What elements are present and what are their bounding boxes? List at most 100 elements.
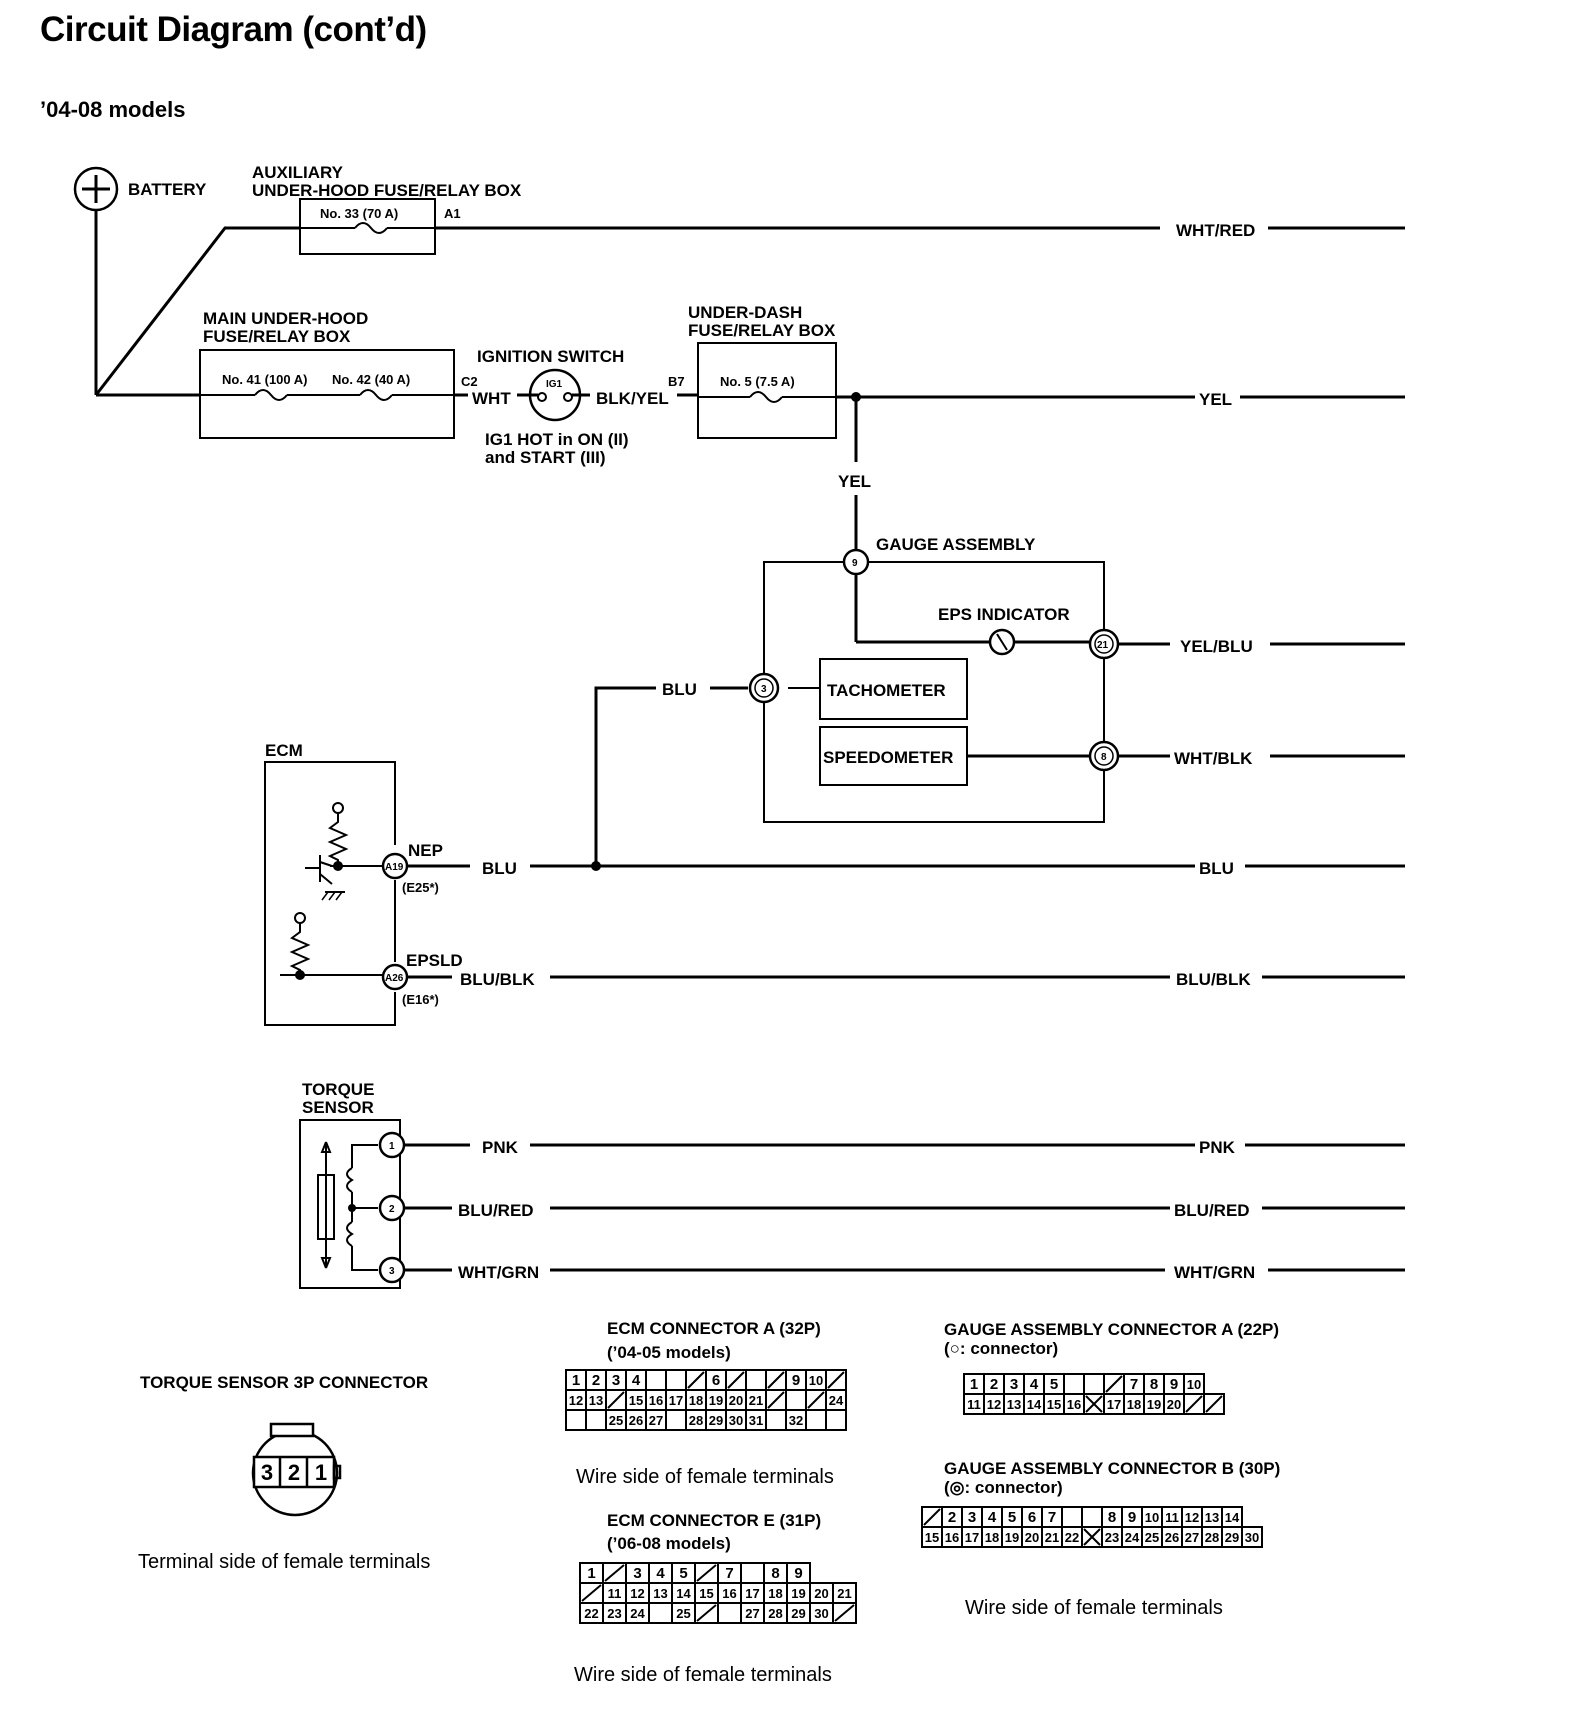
- svg-text:24: 24: [1125, 1530, 1140, 1545]
- torque-pin-1: 1: [389, 1141, 395, 1152]
- ecm-connector-e-cell: 8: [763, 1562, 788, 1584]
- svg-text:3: 3: [968, 1509, 976, 1526]
- ecm-connector-e-cell: 15: [694, 1582, 719, 1604]
- ecm-connector-a-cell: 25: [605, 1409, 627, 1431]
- svg-text:27: 27: [745, 1606, 759, 1621]
- ecm-connector-a-cell: [665, 1409, 687, 1431]
- svg-text:7: 7: [725, 1565, 733, 1582]
- svg-text:29: 29: [791, 1606, 805, 1621]
- wire-label-yel-drop: YEL: [838, 472, 871, 491]
- ecm-connector-e-cell: 1: [579, 1562, 604, 1584]
- svg-text:11: 11: [967, 1397, 981, 1412]
- svg-text:10: 10: [809, 1373, 823, 1388]
- gauge-pin-8: 8: [1101, 752, 1107, 763]
- gauge-connector-a-title: GAUGE ASSEMBLY CONNECTOR A (22P): [944, 1320, 1279, 1339]
- ecm-connector-a-cell: [805, 1409, 827, 1431]
- main-terminal-label: C2: [461, 374, 478, 389]
- svg-text:13: 13: [653, 1586, 667, 1601]
- ecm-connector-e-cell: [694, 1562, 719, 1584]
- gauge-pin-9: 9: [852, 558, 858, 569]
- gauge-connector-a-cell: 16: [1063, 1393, 1085, 1415]
- ecm-connector-a-cell: 32: [785, 1409, 807, 1431]
- gauge-connector-a-cell: [1103, 1373, 1125, 1395]
- ecm-connector-a-cell: [765, 1409, 787, 1431]
- svg-text:22: 22: [584, 1606, 598, 1621]
- ecm-connector-a-cell: [565, 1409, 587, 1431]
- main-box-label-1: MAIN UNDER-HOOD: [203, 309, 368, 328]
- ecm-connector-e-cell: 3: [625, 1562, 650, 1584]
- ecm-connector-e-cell: 16: [717, 1582, 742, 1604]
- ignition-ig1-label: IG1: [546, 379, 563, 390]
- ecm-connector-a-cell: [765, 1369, 787, 1391]
- wire-label-blu-ecm: BLU: [482, 859, 517, 878]
- ecm-connector-e-cell: 21: [832, 1582, 857, 1604]
- svg-text:13: 13: [1205, 1510, 1219, 1525]
- ecm-connector-a-cell: 1: [565, 1369, 587, 1391]
- ecm-connector-a-cell: 15: [625, 1389, 647, 1411]
- svg-text:12: 12: [569, 1393, 583, 1408]
- ecm-connector-e-cell: 25: [671, 1602, 696, 1624]
- svg-text:26: 26: [1165, 1530, 1179, 1545]
- ignition-switch-label: IGNITION SWITCH: [477, 347, 624, 366]
- ecm-connector-e-cell: 9: [786, 1562, 811, 1584]
- svg-text:19: 19: [709, 1393, 723, 1408]
- ecm-connector-a-cell: 13: [585, 1389, 607, 1411]
- wire-label-wht-red: WHT/RED: [1176, 221, 1255, 240]
- aux-box-label-1: AUXILIARY: [252, 163, 344, 182]
- ecm-connector-a-cell: 27: [645, 1409, 667, 1431]
- ecm-connector-a-cell: [825, 1409, 847, 1431]
- ecm-epsld-alt-pin: (E16*): [402, 992, 439, 1007]
- svg-text:25: 25: [676, 1606, 690, 1621]
- svg-text:3: 3: [633, 1565, 641, 1582]
- svg-text:20: 20: [729, 1393, 743, 1408]
- ecm-connector-a-cell: 19: [705, 1389, 727, 1411]
- gauge-connector-b-title: GAUGE ASSEMBLY CONNECTOR B (30P): [944, 1459, 1280, 1478]
- ecm-connector-e-cell: 20: [809, 1582, 834, 1604]
- gauge-connector-a-cell: 10: [1183, 1373, 1205, 1395]
- tachometer-label: TACHOMETER: [827, 681, 946, 700]
- svg-text:4: 4: [1030, 1376, 1039, 1393]
- svg-text:14: 14: [1027, 1397, 1042, 1412]
- svg-text:10: 10: [1145, 1510, 1159, 1525]
- gauge-connector-a-cell: 20: [1163, 1393, 1185, 1415]
- gauge-connector-a-cell: 19: [1143, 1393, 1165, 1415]
- svg-text:1: 1: [572, 1372, 580, 1389]
- ecm-connector-a-cell: 17: [665, 1389, 687, 1411]
- ecm-connector-e-cell: 22: [579, 1602, 604, 1624]
- gauge-connector-a-cell: 12: [983, 1393, 1005, 1415]
- gauge-connector-b-cell: 28: [1201, 1526, 1223, 1548]
- svg-text:4: 4: [988, 1509, 997, 1526]
- ecm-label: ECM: [265, 741, 303, 760]
- ecm-connector-e-cell: [832, 1602, 857, 1624]
- wire-label-blk-yel: BLK/YEL: [596, 389, 669, 408]
- svg-text:1: 1: [970, 1376, 978, 1393]
- torque-sensor-label-1: TORQUE: [302, 1080, 374, 1099]
- svg-text:29: 29: [1225, 1530, 1239, 1545]
- aux-box-label-2: UNDER-HOOD FUSE/RELAY BOX: [252, 181, 522, 200]
- wire-label-blu-right: BLU: [1199, 859, 1234, 878]
- gauge-connector-b-cell: 3: [961, 1506, 983, 1528]
- ecm-connector-e-cell: [602, 1562, 627, 1584]
- svg-text:22: 22: [1065, 1530, 1079, 1545]
- svg-text:3: 3: [1010, 1376, 1018, 1393]
- speedometer-label: SPEEDOMETER: [823, 748, 953, 767]
- ecm-connector-a-cell: [585, 1409, 607, 1431]
- svg-text:27: 27: [1185, 1530, 1199, 1545]
- ecm-connector-a-caption: Wire side of female terminals: [576, 1466, 834, 1488]
- under-dash-label-2: FUSE/RELAY BOX: [688, 321, 836, 340]
- gauge-connector-a-cell: 1: [963, 1373, 985, 1395]
- wire-label-blu-red-right: BLU/RED: [1174, 1201, 1250, 1220]
- ecm-connector-a-cell: [725, 1369, 747, 1391]
- gauge-connector-a-cell: 15: [1043, 1393, 1065, 1415]
- svg-text:17: 17: [745, 1586, 759, 1601]
- wire-label-blu-blk-right: BLU/BLK: [1176, 970, 1251, 989]
- ecm-connector-a-cell: [825, 1369, 847, 1391]
- gauge-connector-b-cell: 11: [1161, 1506, 1183, 1528]
- svg-text:9: 9: [792, 1372, 800, 1389]
- svg-text:16: 16: [1067, 1397, 1081, 1412]
- svg-text:26: 26: [629, 1413, 643, 1428]
- wire-blu-gauge: [594, 686, 656, 866]
- gauge-connector-a-cell: 3: [1003, 1373, 1025, 1395]
- gauge-connector-b-caption: Wire side of female terminals: [965, 1597, 1223, 1619]
- wire-battery-to-aux: [94, 226, 300, 396]
